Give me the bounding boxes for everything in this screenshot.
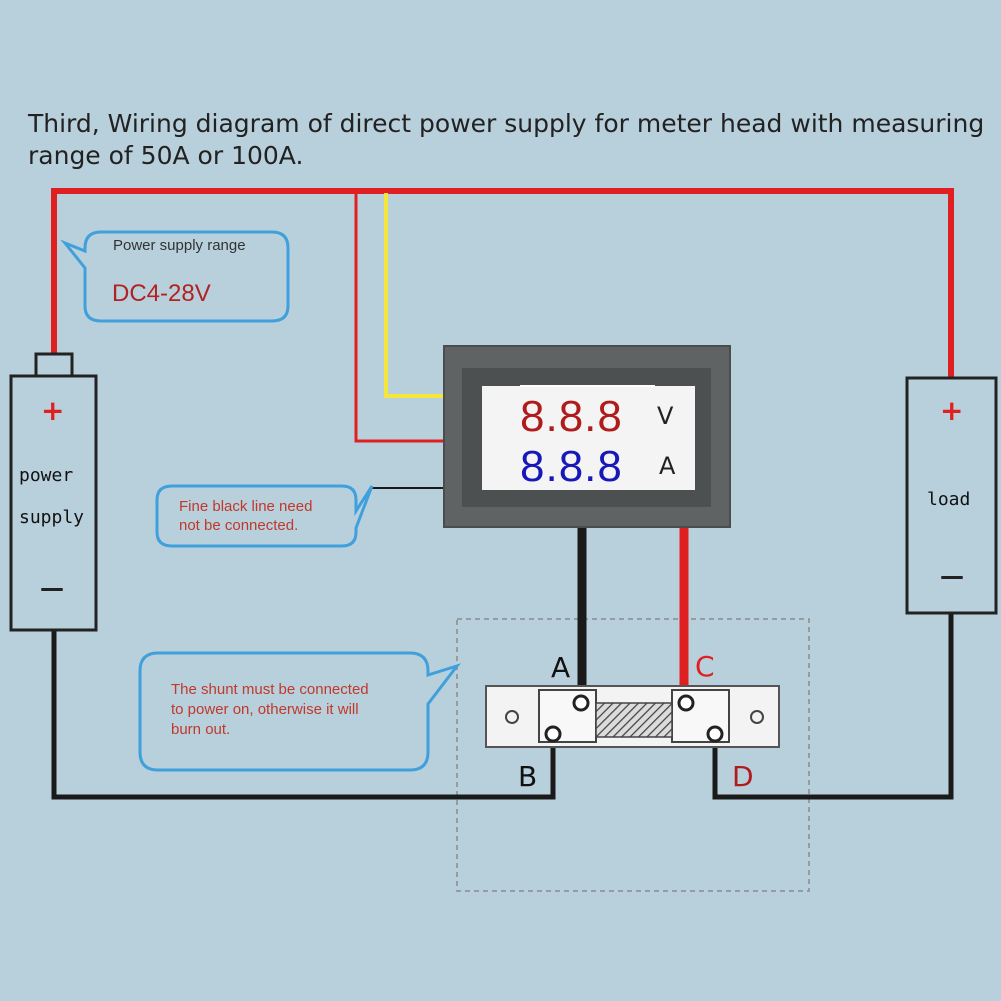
power-supply-plus-sign: + xyxy=(41,394,65,427)
current-unit: A xyxy=(659,452,676,480)
black-line-note-line2: not be connected. xyxy=(179,517,299,534)
black-wire-supply-to-b xyxy=(51,631,556,800)
power-range-label: Power supply range xyxy=(113,237,246,254)
terminal-label-d: D xyxy=(732,760,754,793)
red-wire-meter-power xyxy=(354,191,446,443)
meter-display xyxy=(482,386,695,490)
shunt-note-line2: to power on, otherwise it will xyxy=(171,701,359,718)
power-range-value: DC4-28V xyxy=(112,280,211,307)
shunt-left-mount-hole xyxy=(505,710,519,724)
power-supply-cap xyxy=(34,352,74,378)
yellow-wire xyxy=(384,193,446,398)
terminal-screw-d xyxy=(706,725,724,743)
load-body xyxy=(905,376,998,615)
terminal-screw-c xyxy=(677,694,695,712)
page-title: Third, Wiring diagram of direct power su… xyxy=(28,109,985,170)
current-digits: 8.8.8 xyxy=(520,442,623,491)
load-minus-sign: — xyxy=(940,562,964,590)
power-supply-body xyxy=(9,374,98,632)
bubble-black-line xyxy=(155,484,374,548)
red-wire-top xyxy=(51,188,954,378)
terminal-screw-b xyxy=(544,725,562,743)
terminal-label-b: B xyxy=(518,760,538,793)
load-plus-sign: + xyxy=(940,394,964,427)
shunt-note-line3: burn out. xyxy=(171,721,231,738)
black-wire-d-to-load xyxy=(712,613,954,800)
shunt-note-line1: The shunt must be connected xyxy=(171,681,369,698)
power-supply-minus-sign: — xyxy=(40,574,64,602)
black-line-note-line1: Fine black line need xyxy=(179,498,313,515)
shunt-right-mount-hole xyxy=(750,710,764,724)
shunt-resistor-element xyxy=(595,702,673,738)
terminal-screw-a xyxy=(572,694,590,712)
voltage-digits: 8.8.8 xyxy=(520,392,623,441)
shunt-region-dashed-box xyxy=(456,618,810,892)
power-supply-label-line2: supply xyxy=(19,507,85,528)
bubble-power-range xyxy=(60,230,290,323)
load-label: load xyxy=(927,489,971,510)
terminal-label-a: A xyxy=(551,651,571,684)
power-supply-label-line1: power xyxy=(19,465,74,486)
voltage-unit: V xyxy=(657,402,674,430)
terminal-label-c: C xyxy=(695,650,715,683)
bubble-shunt xyxy=(138,651,462,772)
